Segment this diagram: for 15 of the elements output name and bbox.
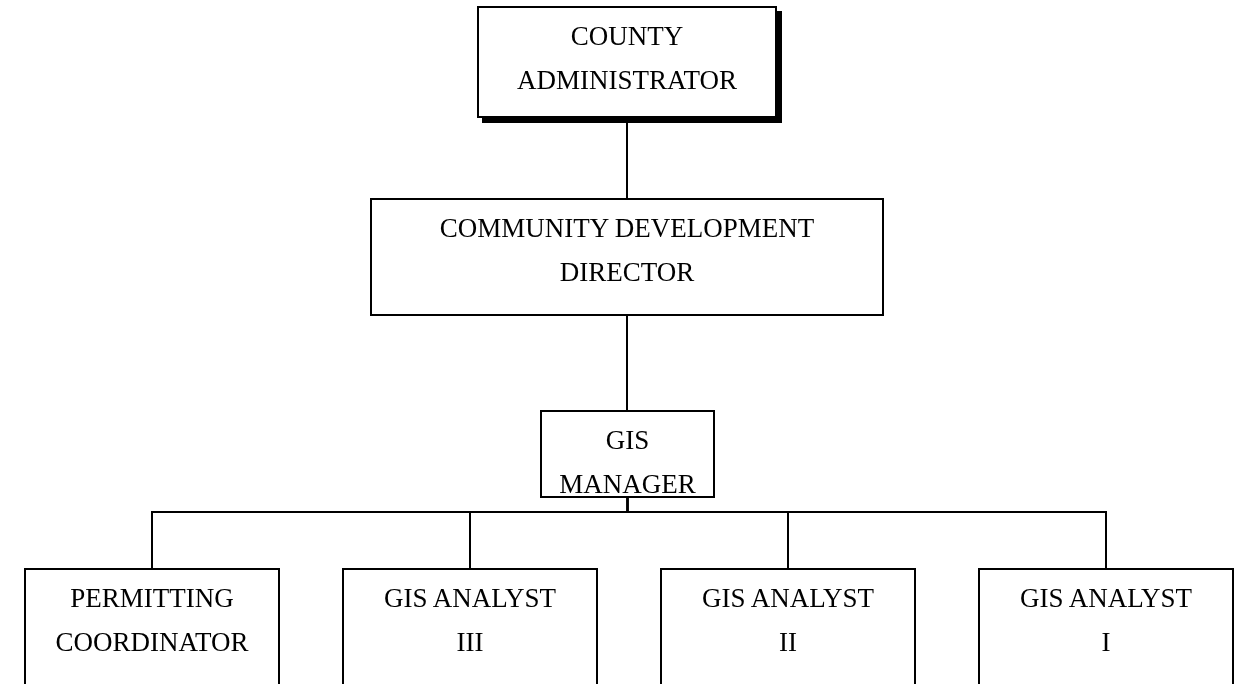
position-box	[24, 568, 280, 684]
position-box	[660, 568, 916, 684]
position-box	[978, 568, 1234, 684]
position-title: COUNTY ADMINISTRATOR	[516, 20, 738, 97]
position-title: COMMUNITY DEVELOPMENT DIRECTOR	[438, 212, 816, 289]
position-box	[342, 568, 598, 684]
position-title: GIS ANALYST I	[1018, 582, 1194, 659]
position-title: GIS MANAGER	[558, 424, 697, 501]
connector-line	[626, 497, 1107, 569]
position-title: GIS ANALYST II	[700, 582, 876, 659]
position-box	[540, 410, 715, 498]
position-title: GIS ANALYST III	[382, 582, 558, 659]
connector-line	[626, 315, 628, 411]
position-title: PERMITTING COORDINATOR	[54, 582, 250, 659]
position-box	[370, 198, 884, 316]
